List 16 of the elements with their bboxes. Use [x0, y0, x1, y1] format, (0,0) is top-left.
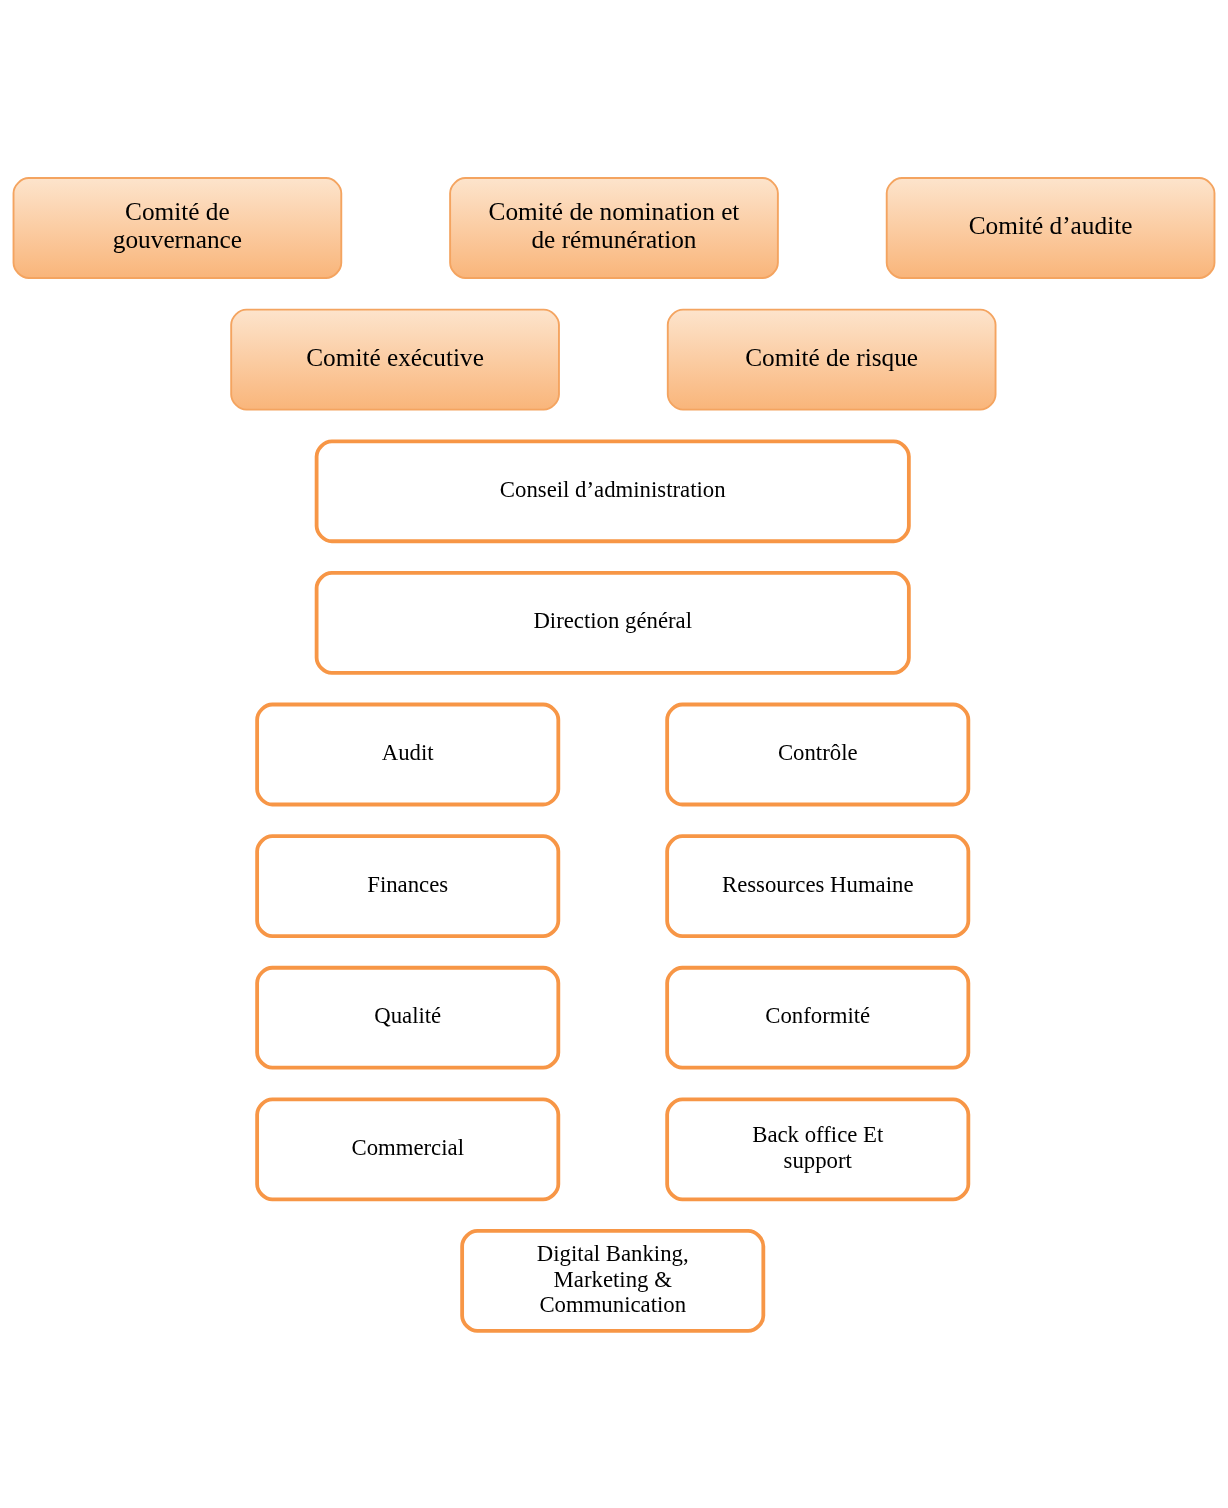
node-box: Comité de gouvernance	[12, 176, 343, 279]
node-box: Direction général	[314, 570, 911, 675]
node-box: Finances	[255, 833, 561, 938]
node-box: Comité de risque	[666, 308, 997, 411]
node-box: Ressources Humaine	[665, 833, 971, 938]
node-box: Conformité	[665, 965, 971, 1070]
node-box: Comité exécutive	[230, 308, 560, 411]
node-box: Qualité	[255, 965, 561, 1070]
node-box: Commercial	[255, 1096, 561, 1201]
node-box: Comité de nomination et de rémunération	[449, 176, 779, 279]
node-box: Audit	[255, 702, 561, 806]
node-box: Conseil d’administration	[314, 438, 911, 543]
node-box: Comité d’audite	[885, 176, 1216, 279]
node-box: Back office Et support	[665, 1096, 971, 1201]
node-box: Digital Banking, Marketing & Communication	[460, 1228, 766, 1333]
node-box: Contrôle	[665, 702, 971, 806]
